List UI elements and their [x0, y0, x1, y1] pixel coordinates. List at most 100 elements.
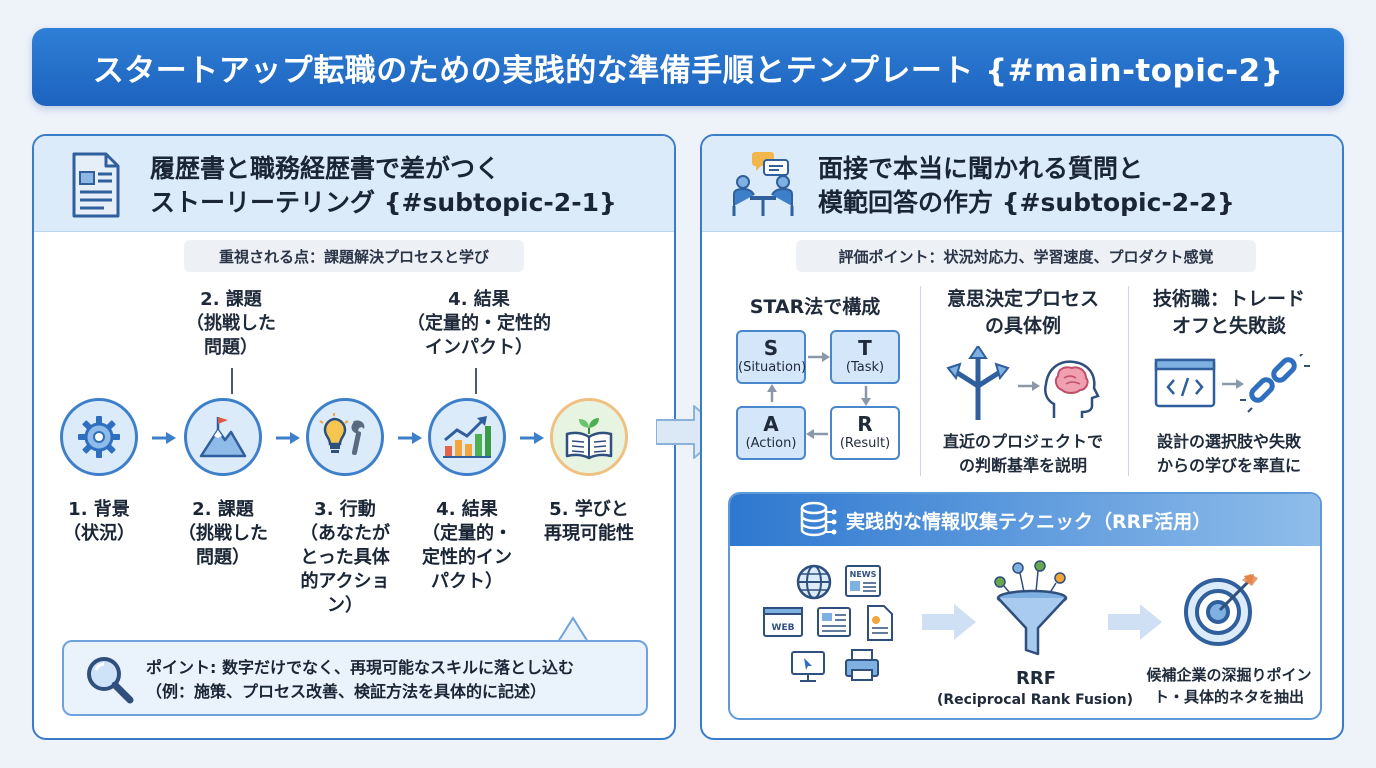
step5-l2: 再現可能性 — [544, 523, 634, 544]
interview-title-line2: 模範回答の作方 {#subtopic-2-2} — [818, 188, 1235, 217]
mountain-flag-icon — [199, 417, 247, 458]
step-circle-learning — [550, 398, 628, 476]
decision-title-l1: 意思決定プロセス — [946, 288, 1099, 310]
step3-l5: ン） — [327, 595, 363, 616]
branch-arrows-icon — [946, 346, 1010, 420]
point-line1: ポイント: 数字だけでなく、再現可能なスキルに落とし込む — [146, 658, 574, 677]
rrf-box: 実践的な情報収集テクニック（RRF活用） NEWS — [728, 492, 1322, 720]
rrf-title: 実践的な情報収集テクニック（RRF活用） — [846, 511, 1212, 533]
tick-challenge — [231, 368, 233, 394]
printer-icon — [845, 649, 879, 681]
column-separator-2 — [1128, 286, 1129, 476]
lightbulb-wrench-icon — [319, 413, 365, 455]
book-sprout-icon — [565, 418, 613, 460]
star-t-word: (Task) — [845, 360, 885, 375]
tech-desc: 設計の選択肢や失敗 からの学びを率直に — [1134, 430, 1324, 478]
point-line2: （例：施策、プロセス改善、検証方法を具体的に記述） — [146, 682, 547, 701]
report-document-icon — [867, 605, 893, 641]
step4-l4: パクト） — [431, 571, 503, 592]
star-cycle-arrows — [767, 352, 871, 439]
interview-title-line1: 面接で本当に聞かれる質問と — [818, 154, 1144, 183]
star-box-a: A (Action) — [736, 406, 806, 460]
step-label-result: 4. 結果 （定量的・ 定性的イン パクト） — [412, 498, 522, 594]
step3-l4: 的アクショ — [300, 571, 390, 592]
rrf-fullname: (Reciprocal Rank Fusion) — [936, 692, 1134, 708]
chart-up-icon — [443, 416, 491, 458]
resume-panel-title: 履歴書と職務経歴書で差がつく ストーリーテリング {#subtopic-2-1} — [150, 152, 617, 220]
step-circle-result — [428, 398, 506, 476]
funnel-icon — [994, 560, 1068, 656]
decision-process-icon — [946, 346, 1100, 420]
step-arrow-2 — [276, 432, 300, 444]
tech-title-l2: オフと失敗談 — [1171, 315, 1286, 337]
target-icon — [1184, 574, 1258, 646]
step2-l1: 2. 課題 — [192, 499, 254, 520]
top-label-challenge: 2. 課題 （挑戦した 問題） — [166, 288, 296, 360]
rrf-header: 実践的な情報収集テクニック（RRF活用） — [730, 494, 1320, 546]
monitor-cursor-icon — [791, 651, 825, 682]
star-r-letter: R — [857, 412, 873, 436]
rrf-output-text: 候補企業の深掘りポイン ト・具体的ネタを抽出 — [1134, 664, 1320, 708]
step4-l1: 4. 結果 — [436, 499, 498, 520]
step-label-learning: 5. 学びと 再現可能性 — [534, 498, 644, 546]
step-circle-challenge — [184, 398, 262, 476]
web-label: WEB — [772, 623, 795, 633]
star-a-word: (Action) — [745, 436, 797, 451]
tech-tradeoff-icon — [1154, 354, 1310, 413]
decision-desc-l2: の判断基準を説明 — [958, 456, 1087, 475]
main-title-bar: スタートアップ転職のための実践的な準備手順とテンプレート {#main-topi… — [32, 28, 1344, 106]
interview-meeting-icon — [732, 152, 794, 216]
magnifier-icon — [87, 657, 134, 704]
interview-panel-title: 面接で本当に聞かれる質問と 模範回答の作方 {#subtopic-2-2} — [818, 152, 1235, 220]
resume-panel-header: 履歴書と職務経歴書で差がつく ストーリーテリング {#subtopic-2-1} — [34, 136, 674, 232]
step2-l3: 問題） — [196, 547, 250, 568]
news-icon: NEWS — [845, 565, 881, 597]
step-arrow-1 — [152, 432, 176, 444]
document-icon — [72, 152, 120, 218]
code-window-icon — [1154, 358, 1216, 408]
decision-title: 意思決定プロセス の具体例 — [928, 286, 1118, 340]
step3-l2: （あなたが — [300, 523, 390, 544]
broken-chain-icon — [1240, 354, 1310, 413]
tech-title-l1: 技術職：トレード — [1152, 288, 1305, 310]
top-label-result: 4. 結果 （定量的・定性的 インパクト） — [404, 288, 554, 360]
decision-title-l2: の具体例 — [984, 315, 1061, 337]
callout-notch — [558, 616, 588, 642]
info-sources-icons: NEWS WEB — [763, 564, 893, 682]
top-label-result-l1: 4. 結果 — [448, 289, 510, 310]
resume-focus-pill: 重視される点：課題解決プロセスと学び — [184, 240, 524, 272]
gear-icon — [78, 416, 120, 458]
step-label-background: 1. 背景 （状況） — [44, 498, 154, 546]
web-window-icon: WEB — [763, 607, 803, 637]
step-label-challenge: 2. 課題 （挑戦した 問題） — [168, 498, 278, 570]
star-box-r: R (Result) — [830, 406, 900, 460]
step1-l1: 1. 背景 — [68, 499, 130, 520]
step3-l1: 3. 行動 — [314, 499, 376, 520]
step-arrow-4 — [520, 432, 544, 444]
step-label-action: 3. 行動 （あなたが とった具体 的アクショ ン） — [290, 498, 400, 618]
star-a-letter: A — [763, 412, 779, 436]
step2-l2: （挑戦した — [178, 523, 268, 544]
star-box-s: S (Situation) — [736, 330, 806, 384]
star-title: STAR法で構成 — [749, 296, 881, 318]
step-circle-action — [306, 398, 384, 476]
globe-icon — [796, 564, 832, 600]
step-circle-background — [60, 398, 138, 476]
step5-l1: 5. 学びと — [549, 499, 629, 520]
star-s-letter: S — [763, 336, 779, 360]
tech-desc-l2: からの学びを率直に — [1156, 456, 1301, 475]
top-label-challenge-l2: （挑戦した — [186, 313, 276, 334]
step1-l2: （状況） — [63, 523, 135, 544]
interview-panel-header: 面接で本当に聞かれる質問と 模範回答の作方 {#subtopic-2-2} — [702, 136, 1342, 232]
step4-l3: 定性的イン — [422, 547, 512, 568]
interview-panel: 面接で本当に聞かれる質問と 模範回答の作方 {#subtopic-2-2} 評価… — [700, 134, 1344, 740]
interview-focus-pill: 評価ポイント：状況対応力、学習速度、プロダクト感覚 — [796, 240, 1256, 272]
resume-title-line2: ストーリーテリング {#subtopic-2-1} — [150, 188, 617, 217]
star-r-word: (Result) — [839, 436, 891, 451]
top-label-challenge-l1: 2. 課題 — [200, 289, 262, 310]
decision-desc-l1: 直近のプロジェクトで — [942, 432, 1103, 451]
point-callout: ポイント: 数字だけでなく、再現可能なスキルに落とし込む （例：施策、プロセス改… — [62, 640, 648, 716]
brain-head-icon — [1044, 360, 1100, 418]
rrf-output-l1: 候補企業の深掘りポイン — [1146, 666, 1312, 684]
star-t-letter: T — [858, 336, 872, 360]
